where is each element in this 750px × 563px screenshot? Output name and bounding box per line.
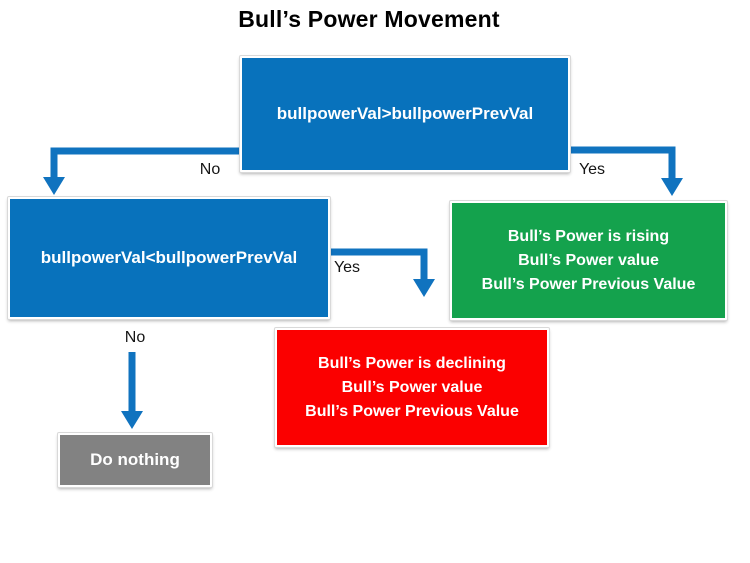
node-rising-line-1: Bull’s Power is rising [507, 227, 670, 245]
node-declining-line-3: Bull’s Power Previous Value [305, 402, 519, 420]
node-declining: Bull’s Power is declining Bull’s Power v… [275, 328, 549, 447]
node-condition-second: bullpowerVal<bullpowerPrevVal [8, 197, 330, 319]
edge-label-root-no: No [199, 161, 221, 178]
node-rising-line-3: Bull’s Power Previous Value [481, 275, 696, 293]
node-condition-second-label: bullpowerVal<bullpowerPrevVal [40, 247, 298, 267]
node-rising-line-2: Bull’s Power value [518, 251, 659, 269]
node-do-nothing-label: Do nothing [90, 450, 180, 469]
page-title: Bull’s Power Movement [238, 6, 500, 32]
edge-label-root-yes: Yes [578, 161, 606, 178]
node-condition-root-label: bullpowerVal>bullpowerPrevVal [276, 103, 534, 123]
node-declining-line-2: Bull’s Power value [341, 378, 483, 396]
edge-label-second-no: No [124, 329, 146, 346]
node-condition-root: bullpowerVal>bullpowerPrevVal [240, 56, 570, 172]
node-declining-line-1: Bull’s Power is declining [318, 354, 506, 372]
edge-label-second-yes: Yes [333, 259, 361, 276]
node-rising: Bull’s Power is rising Bull’s Power valu… [450, 201, 727, 320]
arrow-condition2-no [121, 352, 143, 429]
node-do-nothing: Do nothing [58, 433, 212, 487]
